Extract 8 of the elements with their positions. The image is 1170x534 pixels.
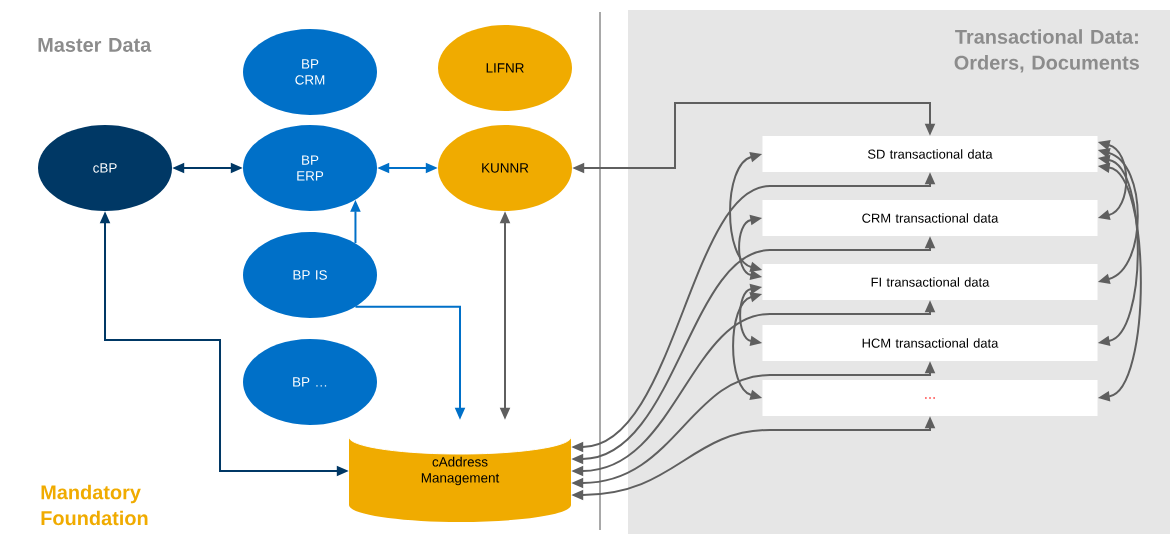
data-box: … <box>762 380 1098 416</box>
section-heading: Mandatory Foundation <box>41 484 148 526</box>
data-box: SD transactional data <box>762 136 1098 172</box>
section-heading: Master Data <box>38 38 152 52</box>
database-cylinder: cAddress Management <box>348 419 572 522</box>
data-box: HCM transactional data <box>762 325 1098 361</box>
data-box: CRM transactional data <box>762 200 1098 236</box>
data-box: FI transactional data <box>762 264 1098 300</box>
